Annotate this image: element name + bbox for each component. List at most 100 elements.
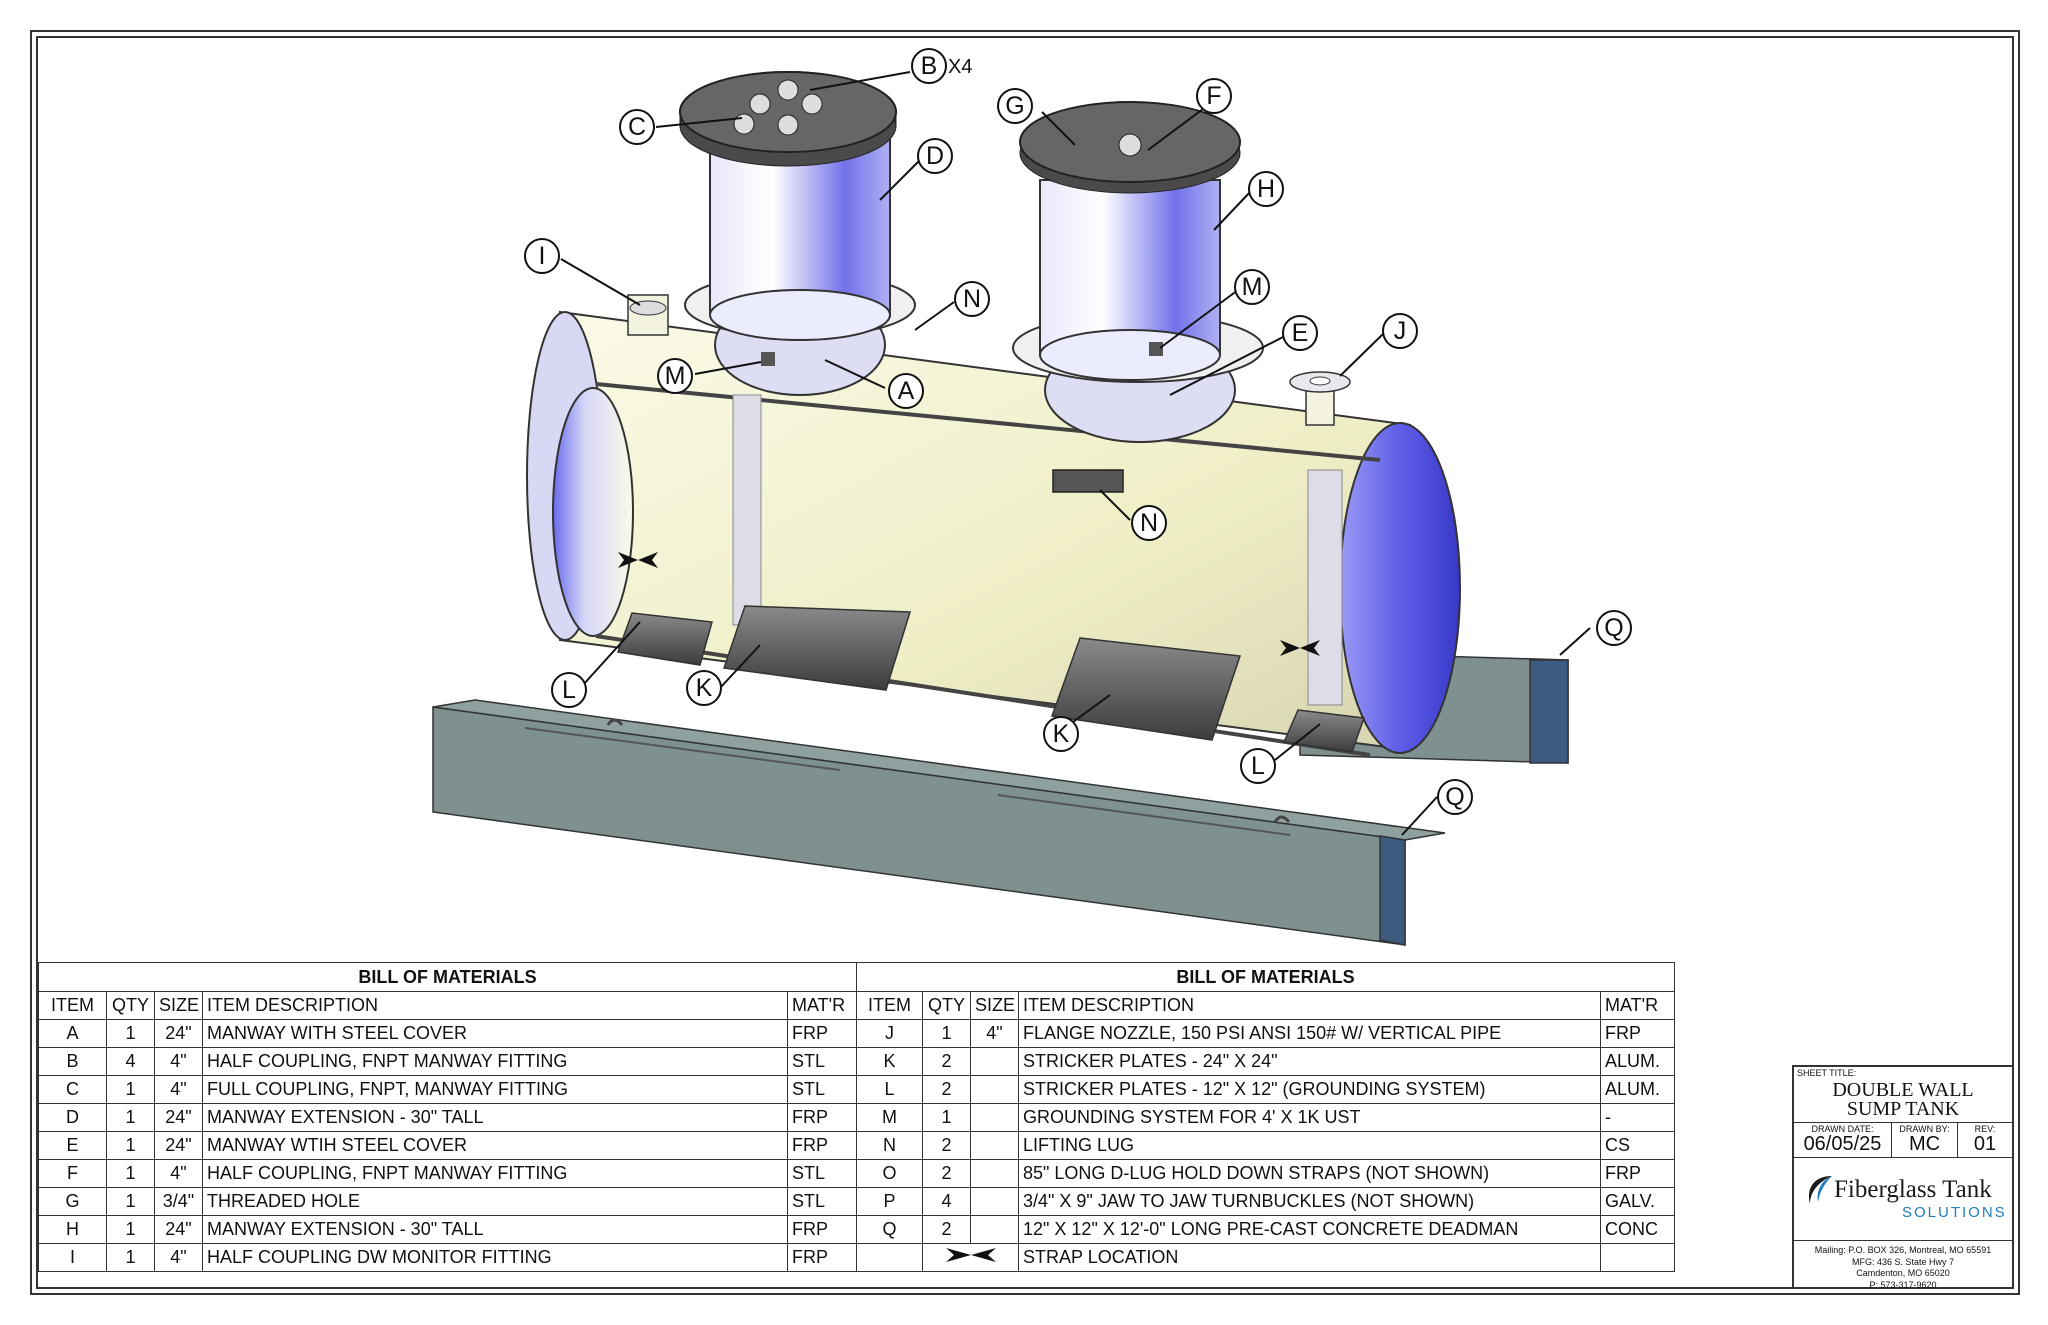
callout-m-left: M bbox=[657, 358, 693, 394]
manway-left bbox=[679, 71, 916, 396]
material-cell: FRP bbox=[786, 1103, 858, 1132]
callout-l-left: L bbox=[551, 672, 587, 708]
svg-text:Q: Q bbox=[1445, 783, 1464, 811]
size-cell bbox=[970, 1075, 1019, 1104]
svg-text:G: G bbox=[1005, 92, 1024, 120]
callout-g: G bbox=[997, 88, 1033, 124]
bill-of-materials-left: BILL OF MATERIALS ITEM QTY SIZE ITEM DES… bbox=[37, 962, 858, 1272]
item-cell: J bbox=[856, 1019, 923, 1048]
col-item: ITEM bbox=[38, 991, 107, 1020]
size-cell: 24" bbox=[154, 1019, 203, 1048]
callout-b-quantity: X4 bbox=[948, 56, 972, 78]
lifting-lug bbox=[1052, 469, 1124, 493]
item-cell: B bbox=[38, 1047, 107, 1076]
drawn-date: 06/05/25 bbox=[1803, 1133, 1882, 1155]
manway-right bbox=[1012, 101, 1264, 443]
callout-q-front: Q bbox=[1437, 779, 1473, 815]
svg-text:E: E bbox=[1292, 319, 1309, 347]
qty-cell: 4 bbox=[106, 1047, 155, 1076]
col-qty: QTY bbox=[922, 991, 971, 1020]
item-cell: N bbox=[856, 1131, 923, 1160]
col-description: ITEM DESCRIPTION bbox=[1018, 991, 1601, 1020]
description-cell: HALF COUPLING, FNPT MANWAY FITTING bbox=[202, 1047, 788, 1076]
callout-leaders bbox=[560, 71, 1591, 836]
material-cell: STL bbox=[786, 1187, 858, 1216]
item-cell: L bbox=[856, 1075, 923, 1104]
item-cell: F bbox=[38, 1159, 107, 1188]
svg-text:F: F bbox=[1206, 82, 1221, 110]
sheet-title-line2: SUMP TANK bbox=[1846, 1098, 1960, 1120]
material-cell: STL bbox=[786, 1159, 858, 1188]
callout-e: E bbox=[1282, 315, 1318, 351]
item-cell: I bbox=[38, 1243, 107, 1272]
company-address: Mailing: P.O. BOX 326, Montreal, MO 6559… bbox=[1794, 1240, 2012, 1291]
description-cell: FLANGE NOZZLE, 150 PSI ANSI 150# W/ VERT… bbox=[1018, 1019, 1601, 1048]
callout-m-right: M bbox=[1234, 269, 1270, 305]
svg-text:H: H bbox=[1257, 175, 1275, 203]
table-row-strap-location: STRAP LOCATION bbox=[856, 1243, 1676, 1272]
size-cell bbox=[970, 1159, 1019, 1188]
callout-k-left: K bbox=[686, 670, 722, 706]
description-cell: GROUNDING SYSTEM FOR 4' X 1K UST bbox=[1018, 1103, 1601, 1132]
sheet-title: DOUBLE WALL SUMP TANK bbox=[1794, 1080, 2012, 1120]
callout-i: I bbox=[524, 238, 560, 274]
qty-cell: 2 bbox=[922, 1159, 971, 1188]
svg-text:M: M bbox=[665, 362, 686, 390]
qty-cell: 1 bbox=[922, 1103, 971, 1132]
qty-cell: 1 bbox=[106, 1075, 155, 1104]
description-cell: LIFTING LUG bbox=[1018, 1131, 1601, 1160]
size-cell bbox=[970, 1187, 1019, 1216]
description-cell: HALF COUPLING, FNPT MANWAY FITTING bbox=[202, 1159, 788, 1188]
size-cell bbox=[970, 1103, 1019, 1132]
item-cell: P bbox=[856, 1187, 923, 1216]
size-cell: 4" bbox=[154, 1047, 203, 1076]
size-cell: 4" bbox=[154, 1243, 203, 1272]
qty-cell: 2 bbox=[922, 1215, 971, 1244]
material-cell: CS bbox=[1599, 1131, 1676, 1160]
stricker-plates bbox=[616, 605, 1366, 753]
item-cell: E bbox=[38, 1131, 107, 1160]
revision: 01 bbox=[1973, 1133, 1997, 1155]
item-cell: C bbox=[38, 1075, 107, 1104]
callout-d: D bbox=[917, 138, 953, 174]
strap-location-markers bbox=[618, 552, 1320, 656]
callout-b: B bbox=[911, 48, 947, 84]
col-material: MAT'R bbox=[1599, 991, 1676, 1020]
svg-text:Q: Q bbox=[1604, 614, 1623, 642]
material-cell: GALV. bbox=[1599, 1187, 1676, 1216]
material-cell: FRP bbox=[1599, 1159, 1676, 1188]
sheet-title-label: SHEET TITLE: bbox=[1797, 1068, 1857, 1078]
description-cell: FULL COUPLING, FNPT, MANWAY FITTING bbox=[202, 1075, 788, 1104]
material-cell: FRP bbox=[786, 1131, 858, 1160]
description-cell: MANWAY EXTENSION - 30" TALL bbox=[202, 1103, 788, 1132]
description-cell: STRICKER PLATES - 12" X 12" (GROUNDING S… bbox=[1018, 1075, 1601, 1104]
svg-text:K: K bbox=[1053, 720, 1070, 748]
title-block: SHEET TITLE: DOUBLE WALL SUMP TANK DRAWN… bbox=[1792, 1065, 2014, 1291]
svg-text:J: J bbox=[1394, 317, 1407, 345]
col-item: ITEM bbox=[856, 991, 923, 1020]
qty-cell: 1 bbox=[106, 1103, 155, 1132]
callout-n-top: N bbox=[954, 281, 990, 317]
flange-nozzle bbox=[1289, 371, 1351, 426]
svg-text:N: N bbox=[963, 285, 981, 313]
item-cell: H bbox=[38, 1215, 107, 1244]
material-cell: CONC bbox=[1599, 1215, 1676, 1244]
monitor-fitting bbox=[627, 294, 669, 336]
col-qty: QTY bbox=[106, 991, 155, 1020]
inner-border bbox=[36, 36, 2014, 1289]
item-cell: M bbox=[856, 1103, 923, 1132]
description-cell: 12" X 12" X 12'-0" LONG PRE-CAST CONCRET… bbox=[1018, 1215, 1601, 1244]
